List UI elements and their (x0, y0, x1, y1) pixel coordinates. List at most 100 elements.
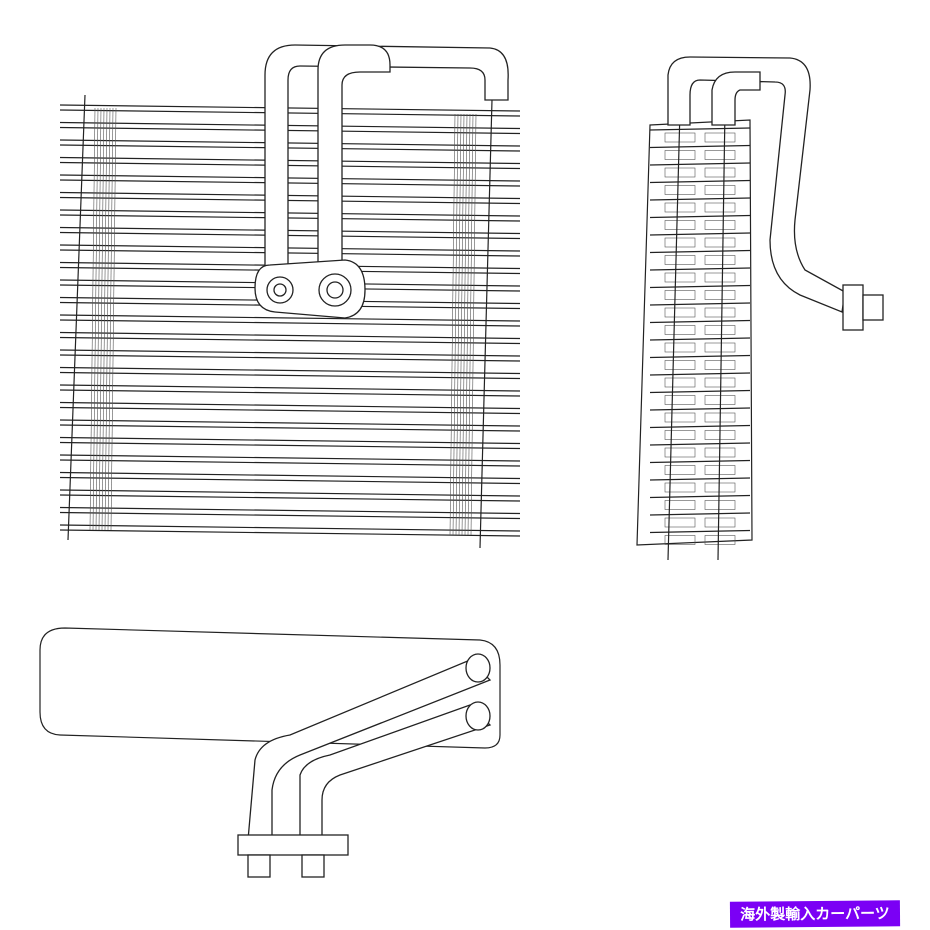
tube-line (59, 226, 521, 235)
tube-line (59, 109, 521, 117)
tube-line (59, 406, 521, 415)
flange (237, 834, 349, 856)
fin-cell (704, 500, 736, 510)
tube-line (59, 214, 521, 222)
fin-cell (704, 377, 736, 388)
pipe-outlet (667, 56, 846, 313)
fin-line (649, 197, 751, 201)
fin-line (649, 267, 751, 271)
fin-cell (704, 517, 736, 528)
tube-line (59, 249, 521, 257)
tube-line (59, 161, 521, 170)
tube-line (59, 179, 521, 187)
fin-cell (704, 535, 736, 545)
tube-line (59, 441, 521, 450)
core-outline (39, 627, 501, 749)
header-line (470, 113, 477, 536)
side-view (636, 56, 884, 561)
pipe-inlet (299, 704, 492, 841)
tube-line (59, 174, 521, 182)
fin-cell (664, 430, 696, 440)
header-line (455, 113, 462, 536)
fin-cell (664, 202, 696, 213)
tube-line (59, 476, 521, 485)
fin-line (649, 529, 751, 534)
fin-line (649, 127, 751, 131)
front-view (59, 44, 521, 549)
fin-cell (664, 325, 696, 335)
fin-cell (664, 517, 696, 528)
fin-line (649, 179, 751, 184)
tube-line (59, 366, 521, 375)
fin-cell (704, 307, 736, 318)
header-line (464, 113, 471, 536)
header-line (449, 113, 456, 536)
tube-line (59, 139, 521, 147)
fin-cell (704, 342, 736, 353)
centerline (479, 99, 493, 549)
fin-cell (704, 202, 736, 213)
fin-cell (704, 290, 736, 300)
fin-cell (664, 255, 696, 265)
tube-line (59, 104, 521, 112)
fin-line (649, 494, 751, 499)
fin-cell (664, 307, 696, 318)
fin-line (649, 512, 751, 516)
tube-line (59, 454, 521, 462)
fin-cell (664, 342, 696, 353)
tube-line (59, 191, 521, 200)
fin-cell (704, 132, 736, 143)
fin-line (649, 442, 751, 446)
fin-cell (664, 150, 696, 160)
header-line (452, 113, 459, 536)
nut (862, 294, 884, 321)
tube-line (59, 371, 521, 380)
tube-line (59, 459, 521, 467)
fin-cell (664, 395, 696, 405)
header-line (89, 107, 96, 531)
tube-line (59, 401, 521, 410)
top-view (39, 627, 501, 878)
header-line (107, 107, 114, 531)
fin-cell (704, 167, 736, 178)
pipe-outlet (264, 44, 509, 281)
tube-line (59, 244, 521, 252)
fin-line (649, 284, 751, 289)
tube-line (59, 436, 521, 445)
fin-cell (664, 132, 696, 143)
fin-cell (704, 272, 736, 283)
tube-line (59, 144, 521, 152)
header-line (92, 107, 99, 531)
fin-cell (704, 482, 736, 493)
centerline (67, 94, 86, 541)
fin-line (649, 407, 751, 411)
fin-cell (704, 185, 736, 195)
fin-cell (704, 325, 736, 335)
nut (842, 284, 864, 331)
fin-cell (664, 272, 696, 283)
fin-line (649, 302, 751, 306)
tube-line (59, 209, 521, 217)
port (273, 283, 287, 297)
fin-cell (704, 150, 736, 160)
tube-line (59, 511, 521, 520)
header-line (110, 107, 117, 531)
watermark-badge: 海外製輸入カーパーツ (729, 900, 901, 928)
fin-cell (664, 377, 696, 388)
fin-cell (664, 447, 696, 458)
tube-line (59, 314, 521, 322)
centerline (717, 109, 726, 561)
tube-line (59, 471, 521, 480)
tube-line (59, 529, 521, 537)
fin-line (649, 389, 751, 394)
fin-cell (664, 482, 696, 493)
pipe-outlet (247, 659, 492, 841)
fin-cell (664, 360, 696, 370)
fin-cell (664, 535, 696, 545)
fin-cell (664, 500, 696, 510)
fin-cell (704, 220, 736, 230)
fin-cell (704, 237, 736, 248)
tube-line (59, 424, 521, 432)
fin-cell (704, 360, 736, 370)
